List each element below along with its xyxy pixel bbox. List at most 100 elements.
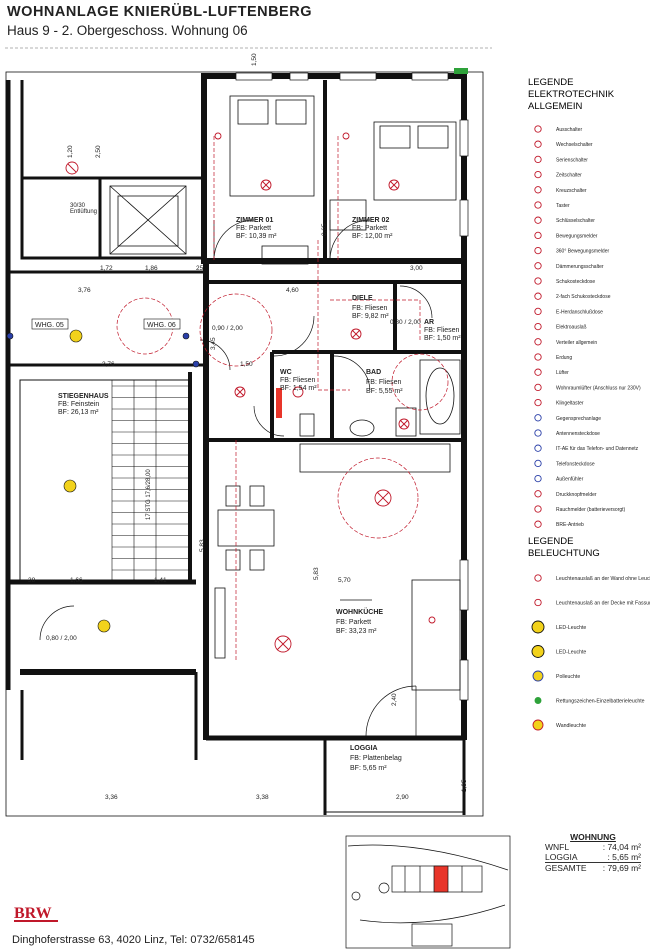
key-switch-icon: Schlüsselschalter [534, 216, 595, 224]
dimension: 38 [28, 577, 36, 584]
dimension: 0,80 / 2,00 [390, 319, 421, 326]
legend-item-label: LED-Leuchte [556, 625, 586, 631]
room-name: BAD [366, 369, 381, 376]
legend-item-label: 360° Bewegungsmelder [556, 249, 609, 255]
room-floor: FB: Fliesen [280, 377, 316, 384]
walls [5, 71, 484, 817]
vent-label: 30/30 [70, 203, 86, 209]
motion-360-icon: 360° Bewegungsmelder [534, 246, 609, 255]
green-sign [454, 68, 468, 74]
dimension: 2,50 [95, 145, 102, 158]
timer-switch-icon: Zeitschalter [534, 170, 582, 179]
apartment-summary: WOHNUNG WNFL: 74,04 m² LOGGIA: 5,65 m² G… [545, 832, 641, 873]
room-area: BF: 12,00 m² [352, 233, 393, 240]
room-area: BF: 9,82 m² [352, 313, 389, 320]
two-way-switch-icon: Wechselschalter [534, 140, 593, 148]
legend-heading: ALLGEMEIN [528, 101, 583, 112]
phone-socket-icon: Telefonsteckdose [534, 459, 595, 467]
socket-icon: Schukosteckdose [534, 277, 595, 285]
switch-icon: Ausschalter [534, 125, 582, 133]
outdoor-sensor-icon: Außenfühler [534, 474, 584, 483]
room-area: BF: 1,54 m² [280, 385, 317, 392]
room-floor: FB: Fliesen [366, 379, 402, 386]
legend-heading: BELEUCHTUNG [528, 548, 600, 559]
legend-item-label: Antennensteckdose [556, 431, 600, 437]
series-switch-icon: Serienschalter [534, 155, 588, 163]
dimension: 3,38 [256, 794, 269, 801]
legend-item-label: Erdung [556, 355, 572, 361]
dimension: 2,90 [396, 794, 409, 801]
red-panel [276, 388, 282, 418]
vent-shaft [109, 185, 187, 255]
summary-row: WNFL: 74,04 m² [545, 842, 641, 852]
dimension: 3,76 [78, 287, 91, 294]
dimension: 3,36 [105, 794, 118, 801]
dimension: 25 [196, 265, 204, 272]
legend-item-label: Taster [556, 203, 570, 209]
intercom-icon: Gegensprechanlage [534, 414, 601, 422]
room-area: BF: 26,13 m² [58, 409, 99, 416]
legend-heading: LEGENDE [528, 77, 573, 88]
legend-item-label: Außenfühler [556, 477, 584, 483]
legend-item-label: Verteiler allgemein [556, 340, 597, 346]
distributor-icon: Verteiler allgemein [534, 338, 597, 346]
antenna-socket-icon: Antennensteckdose [534, 429, 600, 437]
room-name: ZIMMER 01 [236, 217, 273, 224]
room-fan-icon: Wohnraumlüfter (Anschluss nur 230V) [534, 383, 641, 391]
room-name: AR [424, 319, 434, 326]
legend-item-label: Leuchtenauslaß an der Wand ohne Leuchte [556, 576, 650, 582]
cross-switch-icon: Kreuzschalter [534, 186, 587, 194]
room-name: STIEGENHAUS [58, 393, 109, 400]
room-floor: FB: Fliesen [424, 327, 460, 334]
legend-item-label: Wechselschalter [556, 142, 593, 148]
emergency-light-icon: Rettungszeichen-Einzelbatterieleuchte [534, 697, 645, 705]
room-name: WOHNKÜCHE [336, 607, 383, 616]
outlet-icon: Elektroauslaß [534, 322, 587, 331]
room-area: BF: 5,65 m² [350, 765, 387, 772]
legend-item-label: Ausschalter [556, 127, 582, 133]
site-plan [345, 835, 511, 949]
svg-text:BRW: BRW [14, 905, 52, 922]
dimension: 1,50 [240, 361, 253, 368]
summary-heading: WOHNUNG [570, 832, 616, 842]
motion-detector-icon: Bewegungsmelder [534, 231, 598, 239]
legend-item-label: Zeitschalter [556, 173, 582, 179]
fan-icon: Lüfter [534, 368, 569, 376]
dimension: 1,95 [461, 779, 468, 792]
electrical-symbols [65, 132, 436, 653]
staircase [111, 379, 157, 581]
room-area: BF: 10,39 m² [236, 233, 277, 240]
smoke-detector-icon: Rauchmelder (batterieversorgt) [534, 505, 626, 513]
legend-heading: LEGENDE [528, 536, 573, 547]
dimension: 0,80 / 2,00 [46, 635, 77, 642]
room-area: BF: 5,55 m² [366, 388, 403, 395]
dimension: 3,45 [210, 337, 217, 350]
earth-icon: Erdung [534, 353, 572, 361]
room-floor: FB: Fliesen [352, 305, 388, 312]
legend-item-label: Gegensprechanlage [556, 416, 601, 422]
dimension: 0,90 / 2,00 [212, 325, 243, 332]
summary-row: LOGGIA: 5,65 m² [545, 852, 641, 862]
room-floor: FB: Plattenbelag [350, 755, 402, 762]
data-socket-icon: IT-AE für das Telefon- und Datennetz [534, 444, 639, 452]
legend-item-label: Telefonsteckdose [556, 461, 595, 467]
room-name: LOGGIA [350, 745, 378, 752]
legend-item-label: Schlüsselschalter [556, 218, 595, 224]
legend-item-label: Klingeltaster [556, 401, 584, 407]
legend-item-label: Lüfter [556, 370, 569, 376]
furniture [214, 95, 461, 691]
legend-heading: ELEKTROTECHNIK [528, 89, 615, 100]
dimension: 1,86 [145, 265, 158, 272]
legend-item-label: Leuchtenauslaß an der Decke mit Fassung … [556, 601, 650, 607]
dimension: 4,60 [286, 287, 299, 294]
legend-item-label: Elektroauslaß [556, 325, 587, 331]
call-point-icon: Druckknopfmelder [534, 490, 597, 498]
wall-outlet-icon: Leuchtenauslaß an der Wand ohne Leuchte [534, 574, 650, 582]
room-name: ZIMMER 02 [352, 217, 389, 224]
dimension: 1,20 [67, 145, 74, 158]
dimension: 5,70 [338, 577, 351, 584]
led-light-icon: LED-Leuchte [531, 620, 586, 634]
company-logo: BRW [14, 905, 58, 922]
room-name: WC [280, 369, 292, 376]
legend-item-label: Kreuzschalter [556, 188, 587, 194]
